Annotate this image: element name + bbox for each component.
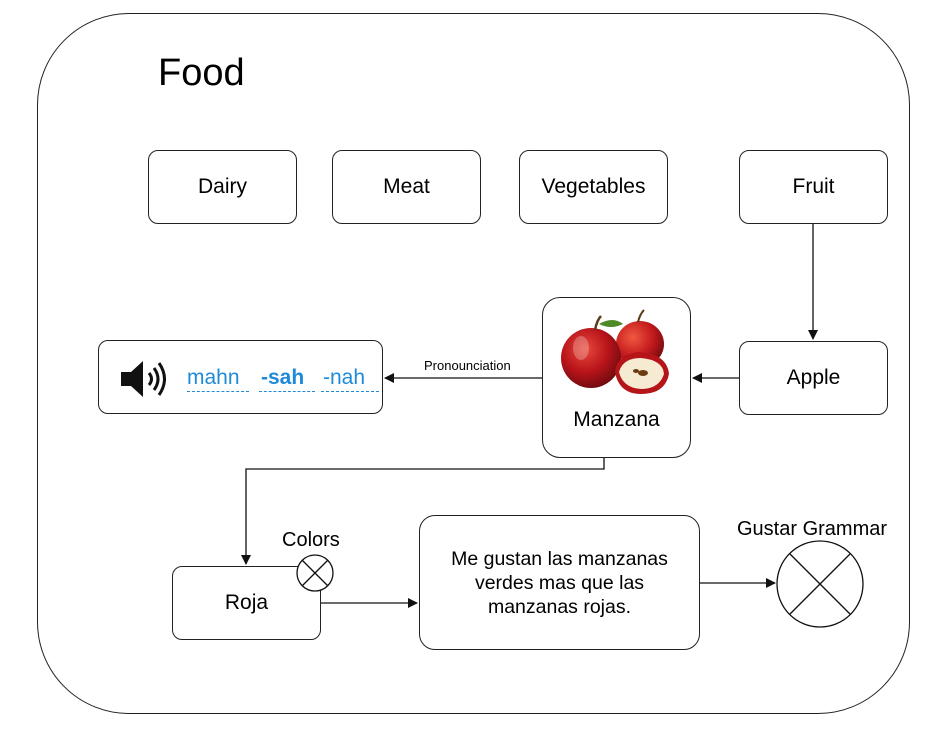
colors-label: Colors [282, 529, 340, 551]
syllable-3: -nah [323, 366, 366, 389]
category-meat: Meat [332, 150, 481, 224]
category-dairy-label: Dairy [197, 175, 247, 198]
roja-node: Roja [172, 566, 321, 640]
gustar-x-circle-icon[interactable] [774, 538, 866, 630]
apple-node: Apple [739, 341, 888, 415]
syllable-1: mahn [187, 366, 240, 389]
arrow-manzana-roja [241, 458, 605, 565]
sentence-node: Me gustan las manzanas verdes mas que la… [419, 515, 700, 650]
manzana-node: Manzana [542, 297, 691, 458]
category-meat-label: Meat [383, 175, 430, 198]
apple-image [561, 309, 669, 394]
colors-x-circle-icon[interactable] [295, 553, 335, 593]
pronunciation-box: mahn -sah -nah [98, 340, 383, 414]
syllable-2-underline [259, 391, 315, 392]
category-vegetables-label: Vegetables [541, 175, 646, 198]
syllable-1-underline [187, 391, 249, 392]
food-container [37, 13, 910, 714]
category-dairy: Dairy [148, 150, 297, 224]
gustar-grammar-label: Gustar Grammar [737, 518, 888, 540]
apple-label: Apple [786, 366, 841, 389]
roja-label: Roja [224, 591, 269, 614]
speaker-icon[interactable] [117, 357, 173, 401]
category-fruit-label: Fruit [792, 175, 835, 198]
diagram-title: Food [158, 52, 245, 94]
category-fruit: Fruit [739, 150, 888, 224]
syllable-2: -sah [261, 366, 305, 389]
sentence-text: Me gustan las manzanas verdes mas que la… [451, 547, 668, 618]
syllable-3-underline [321, 391, 379, 392]
manzana-label: Manzana [573, 408, 660, 431]
category-vegetables: Vegetables [519, 150, 668, 224]
pronunciation-edge-label: Pronounciation [424, 358, 511, 373]
